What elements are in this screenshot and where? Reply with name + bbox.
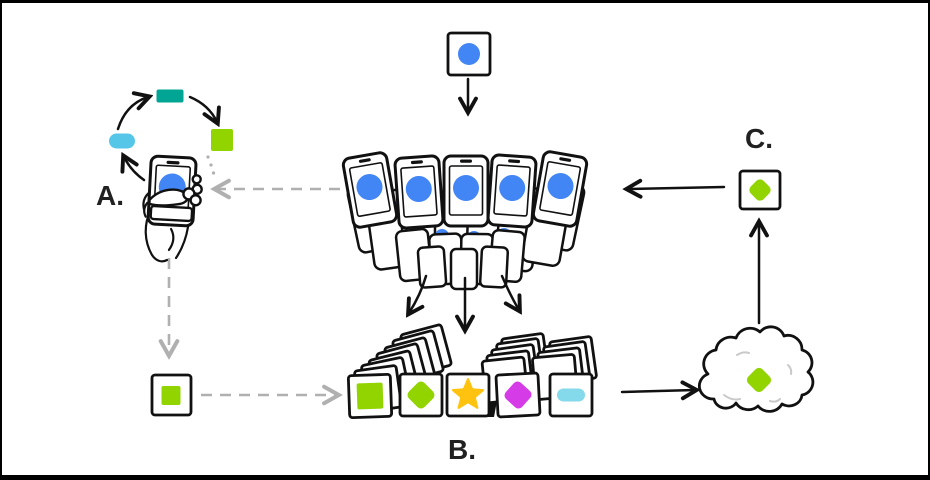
front-phone [486, 153, 538, 229]
fan-arrow-left [409, 274, 428, 313]
label-step-c: C. [745, 123, 773, 154]
yellow-star-icon [451, 378, 485, 409]
stacked-phone [416, 244, 448, 290]
green-diamond-icon [407, 381, 435, 409]
update-card-magenta-diamond [494, 371, 542, 419]
combined-update-box [738, 169, 782, 211]
cloud-accent-strokes [723, 351, 793, 403]
magenta-diamond-icon [504, 381, 532, 409]
blue-circle-icon [405, 176, 432, 203]
thumb-knuckle [191, 174, 202, 185]
wrist-left-stroke [144, 209, 169, 263]
green-square-icon [161, 386, 181, 405]
front-phone [393, 154, 445, 230]
cycle-arrow-pill-to-rect [116, 97, 148, 131]
update-card-star [445, 372, 491, 418]
update-card-pill [548, 372, 594, 418]
update-stacks [346, 322, 599, 420]
user-phone [142, 154, 203, 252]
thumb-base-crease [167, 227, 175, 252]
wrist-right-stroke [174, 225, 190, 260]
initial-model-box [446, 31, 492, 77]
blue-circle-icon [453, 175, 479, 201]
cycle-arrow-rect-to-square [188, 95, 217, 122]
label-step-a: A. [96, 180, 124, 211]
phone-fleet [341, 150, 589, 291]
light-blue-pill-icon [557, 388, 585, 402]
green-square-icon [211, 129, 233, 151]
front-phone [531, 150, 589, 228]
update-box [150, 373, 193, 417]
cyan-pill-icon [109, 133, 135, 149]
front-phone [442, 154, 490, 228]
aggregation-cloud [698, 325, 815, 413]
dotted-trail [206, 155, 216, 175]
thumb-knuckle [189, 194, 202, 207]
blue-circle-icon [356, 174, 383, 201]
gripping-fingers [149, 204, 194, 223]
cycle-arrow-phone-to-pill [124, 157, 146, 182]
fan-arrow-right [500, 274, 519, 310]
teal-rectangle-icon [156, 89, 184, 103]
blue-circle-icon [499, 175, 526, 202]
update-card-green-diamond [398, 372, 444, 418]
update-card-square [346, 372, 394, 420]
left-finger-strokes [142, 191, 151, 218]
green-square-icon [356, 382, 384, 410]
arrow-stacks-to-cloud [620, 390, 695, 392]
training-cycle [109, 89, 233, 182]
blue-circle-icon [458, 43, 480, 65]
green-diamond-icon [749, 179, 771, 201]
front-phone [341, 151, 399, 229]
phone-in-hand [142, 154, 203, 263]
blue-circle-icon [547, 173, 574, 200]
arrow-combined-to-phones [628, 187, 726, 189]
green-diamond-icon [746, 367, 772, 393]
label-step-b: B. [448, 434, 476, 465]
